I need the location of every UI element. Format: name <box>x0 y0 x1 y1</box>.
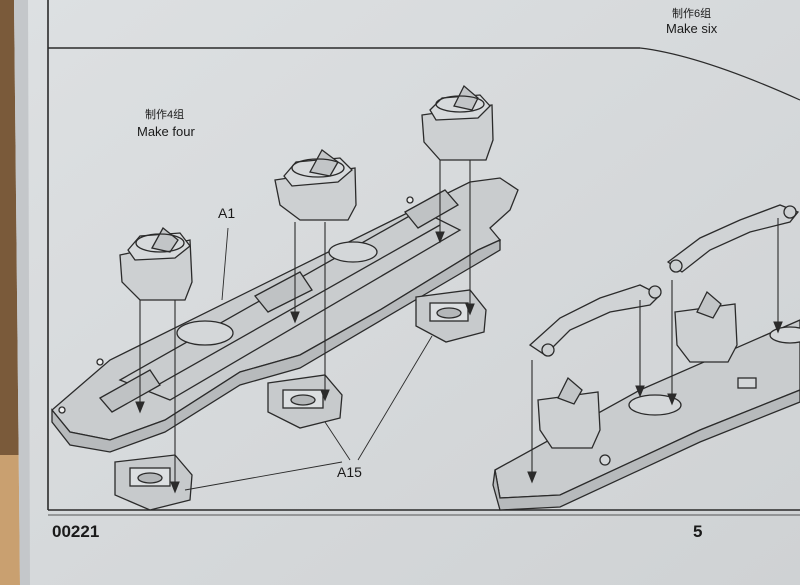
base-plate-a1 <box>51 177 519 453</box>
deck-fitting-1 <box>119 227 193 301</box>
part-label-a1: A1 <box>218 205 236 221</box>
leaf-spring-2 <box>666 204 800 273</box>
part-a15-2 <box>267 374 343 429</box>
leaf-spring-1 <box>528 284 662 357</box>
right-fitting-1 <box>537 376 601 449</box>
step-right-label-en: Make six <box>666 21 718 36</box>
page-number: 5 <box>693 522 703 541</box>
deck-fitting-2 <box>274 149 357 221</box>
deck-fitting-3 <box>421 84 494 161</box>
part-label-a15: A15 <box>337 464 362 480</box>
part-a15-1 <box>114 454 193 511</box>
right-fitting-2 <box>674 290 738 363</box>
panel-frame <box>47 0 800 516</box>
leader-lines <box>184 227 433 491</box>
assembly-arrows <box>135 160 475 494</box>
step-left-label-zh: 制作4组 <box>145 109 185 121</box>
step-right-label-zh: 制作6组 <box>672 8 712 20</box>
step-left-label-en: Make four <box>137 124 195 139</box>
kit-number: 00221 <box>52 522 100 541</box>
